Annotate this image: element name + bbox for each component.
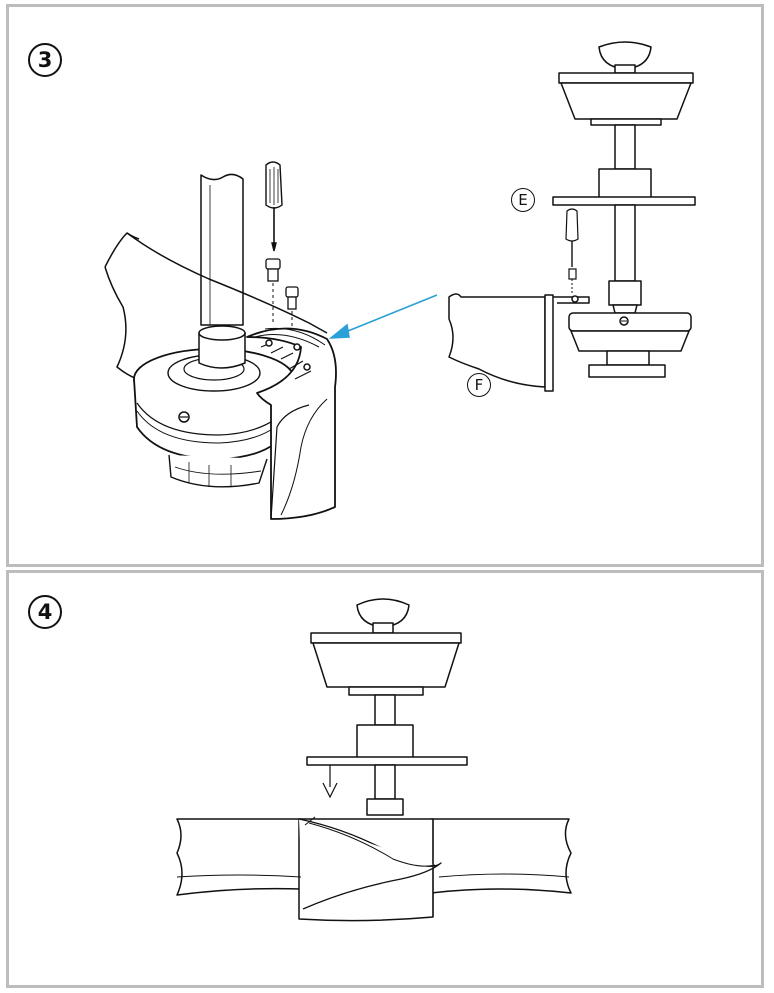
screw-icon (265, 258, 299, 329)
screwdriver-icon (565, 208, 579, 293)
closeup-blade-attachment-drawing (104, 41, 696, 520)
part-label-bracket: E (511, 188, 535, 212)
screwdriver-icon (265, 161, 283, 252)
step-number-badge: 3 (28, 43, 62, 77)
final-fan-assembly-drawing (176, 598, 572, 922)
down-arrow-icon (322, 765, 338, 799)
assembly-arrow-icon (328, 294, 438, 339)
fan-assembly-overview-drawing (448, 41, 696, 392)
step-number-badge: 4 (28, 595, 62, 629)
step-4-panel: 4 (6, 570, 764, 988)
step-3-panel: 3 (6, 4, 764, 567)
part-label-blade: F (467, 373, 491, 397)
